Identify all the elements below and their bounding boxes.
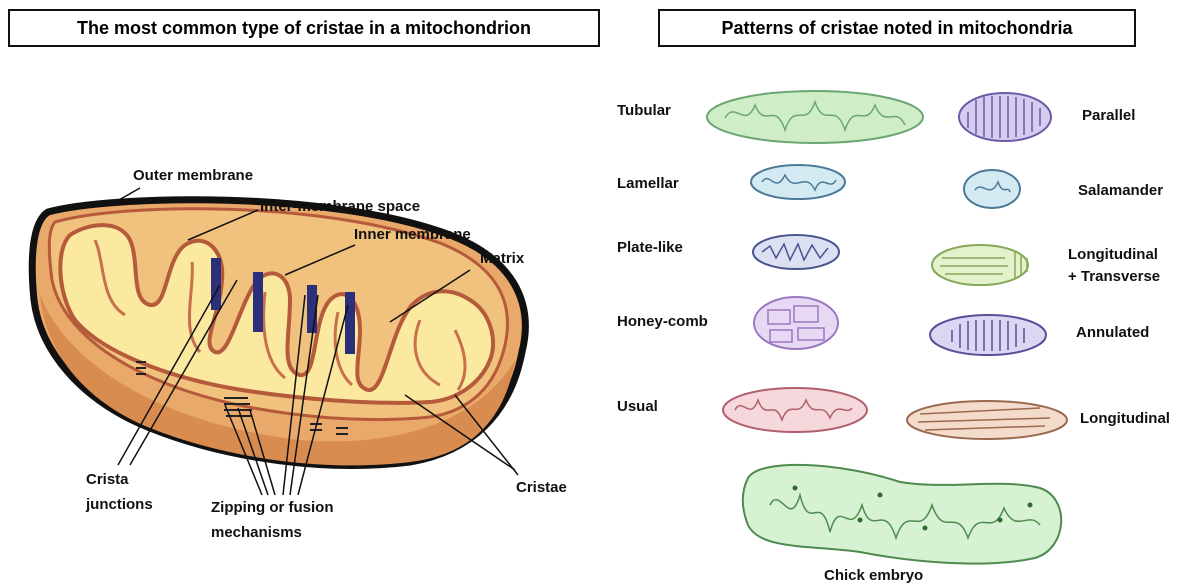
label-lamellar: Lamellar bbox=[617, 174, 679, 194]
label-crista-junctions-line1: Crista bbox=[86, 470, 129, 490]
honey-comb-shape bbox=[754, 297, 838, 349]
label-matrix: Matrix bbox=[480, 249, 524, 269]
label-outer-membrane: Outer membrane bbox=[133, 166, 253, 186]
label-plate-like: Plate-like bbox=[617, 238, 683, 258]
label-inter-membrane-space: Inter-membrane space bbox=[260, 197, 420, 217]
label-cristae: Cristae bbox=[516, 478, 567, 498]
label-salamander: Salamander bbox=[1078, 181, 1163, 201]
label-longitudinal: Longitudinal bbox=[1080, 409, 1170, 429]
chick-embryo-shape bbox=[743, 465, 1061, 564]
label-usual: Usual bbox=[617, 397, 658, 417]
lamellar-shape bbox=[751, 165, 845, 199]
crista-junction-bar bbox=[345, 292, 355, 354]
label-chick-embryo: Chick embryo bbox=[824, 566, 923, 586]
label-tubular: Tubular bbox=[617, 101, 671, 121]
parallel-shape bbox=[959, 93, 1051, 141]
annulated-shape bbox=[930, 315, 1046, 355]
longitudinal-transverse-shape bbox=[932, 245, 1028, 285]
label-parallel: Parallel bbox=[1082, 106, 1135, 126]
label-longitudinal-transverse-line1: Longitudinal bbox=[1068, 245, 1158, 265]
label-honey-comb: Honey-comb bbox=[617, 312, 708, 332]
label-annulated: Annulated bbox=[1076, 323, 1149, 343]
crista-junction-bar bbox=[253, 272, 263, 332]
label-crista-junctions-line2: junctions bbox=[86, 495, 153, 515]
plate-like-shape bbox=[753, 235, 839, 269]
label-inner-membrane: Inner membrane bbox=[354, 225, 471, 245]
label-zipping-line2: mechanisms bbox=[211, 523, 302, 543]
label-longitudinal-transverse-line2: + Transverse bbox=[1068, 267, 1160, 287]
crista-junction-bar bbox=[211, 258, 221, 310]
label-zipping-line1: Zipping or fusion bbox=[211, 498, 333, 518]
